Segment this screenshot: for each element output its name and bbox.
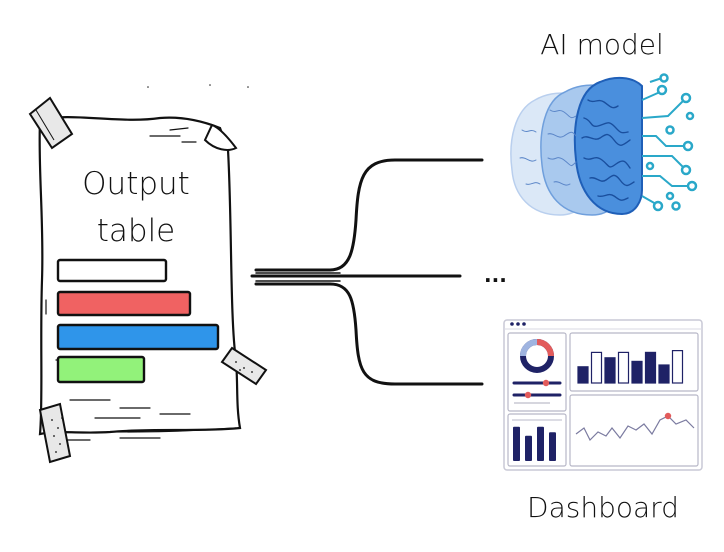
window-dots	[510, 322, 526, 326]
ai-model-label: AI model	[540, 28, 664, 61]
connector-lines	[250, 158, 484, 386]
dashboard-bar	[617, 351, 630, 384]
dashboard-bar	[644, 351, 657, 384]
brain-icon	[510, 73, 698, 216]
tape-right	[220, 346, 268, 386]
dashboard-mini-bar	[549, 432, 556, 461]
table-bar-3	[56, 323, 220, 351]
dashboard-bar	[590, 351, 603, 384]
dashboard-bar	[658, 364, 670, 384]
stray-marks	[147, 84, 249, 88]
dashboard-bar-chart	[577, 350, 684, 384]
tape-bottom-left	[38, 402, 72, 464]
dashboard-mini-bar	[513, 426, 520, 461]
output-table-title-line2: table	[97, 213, 176, 249]
table-bar-4	[56, 355, 146, 384]
dashboard-bar	[671, 350, 684, 384]
dashboard-label: Dashboard	[527, 491, 679, 524]
dashboard-bar	[631, 360, 643, 384]
connector-to-ai-model	[254, 158, 484, 272]
connector-to-dashboard	[254, 282, 484, 386]
dashboard-mini-bar	[537, 426, 544, 461]
slider-widgets	[512, 379, 562, 404]
donut-chart	[520, 339, 554, 373]
tape-top-left	[28, 96, 74, 150]
table-bar-1	[56, 258, 168, 283]
dashboard-line-chart	[575, 412, 695, 442]
dashboard-bar	[604, 357, 616, 384]
dashboard-window	[503, 319, 703, 471]
table-bar-2	[56, 290, 192, 317]
ellipsis-label: ...	[484, 263, 507, 287]
dashboard-mini-bar	[525, 435, 532, 461]
output-table-title-line1: Output	[82, 166, 190, 202]
dashboard-mini-bars	[513, 426, 556, 461]
output-table-bars	[56, 258, 220, 384]
dashboard-bar	[577, 366, 589, 384]
